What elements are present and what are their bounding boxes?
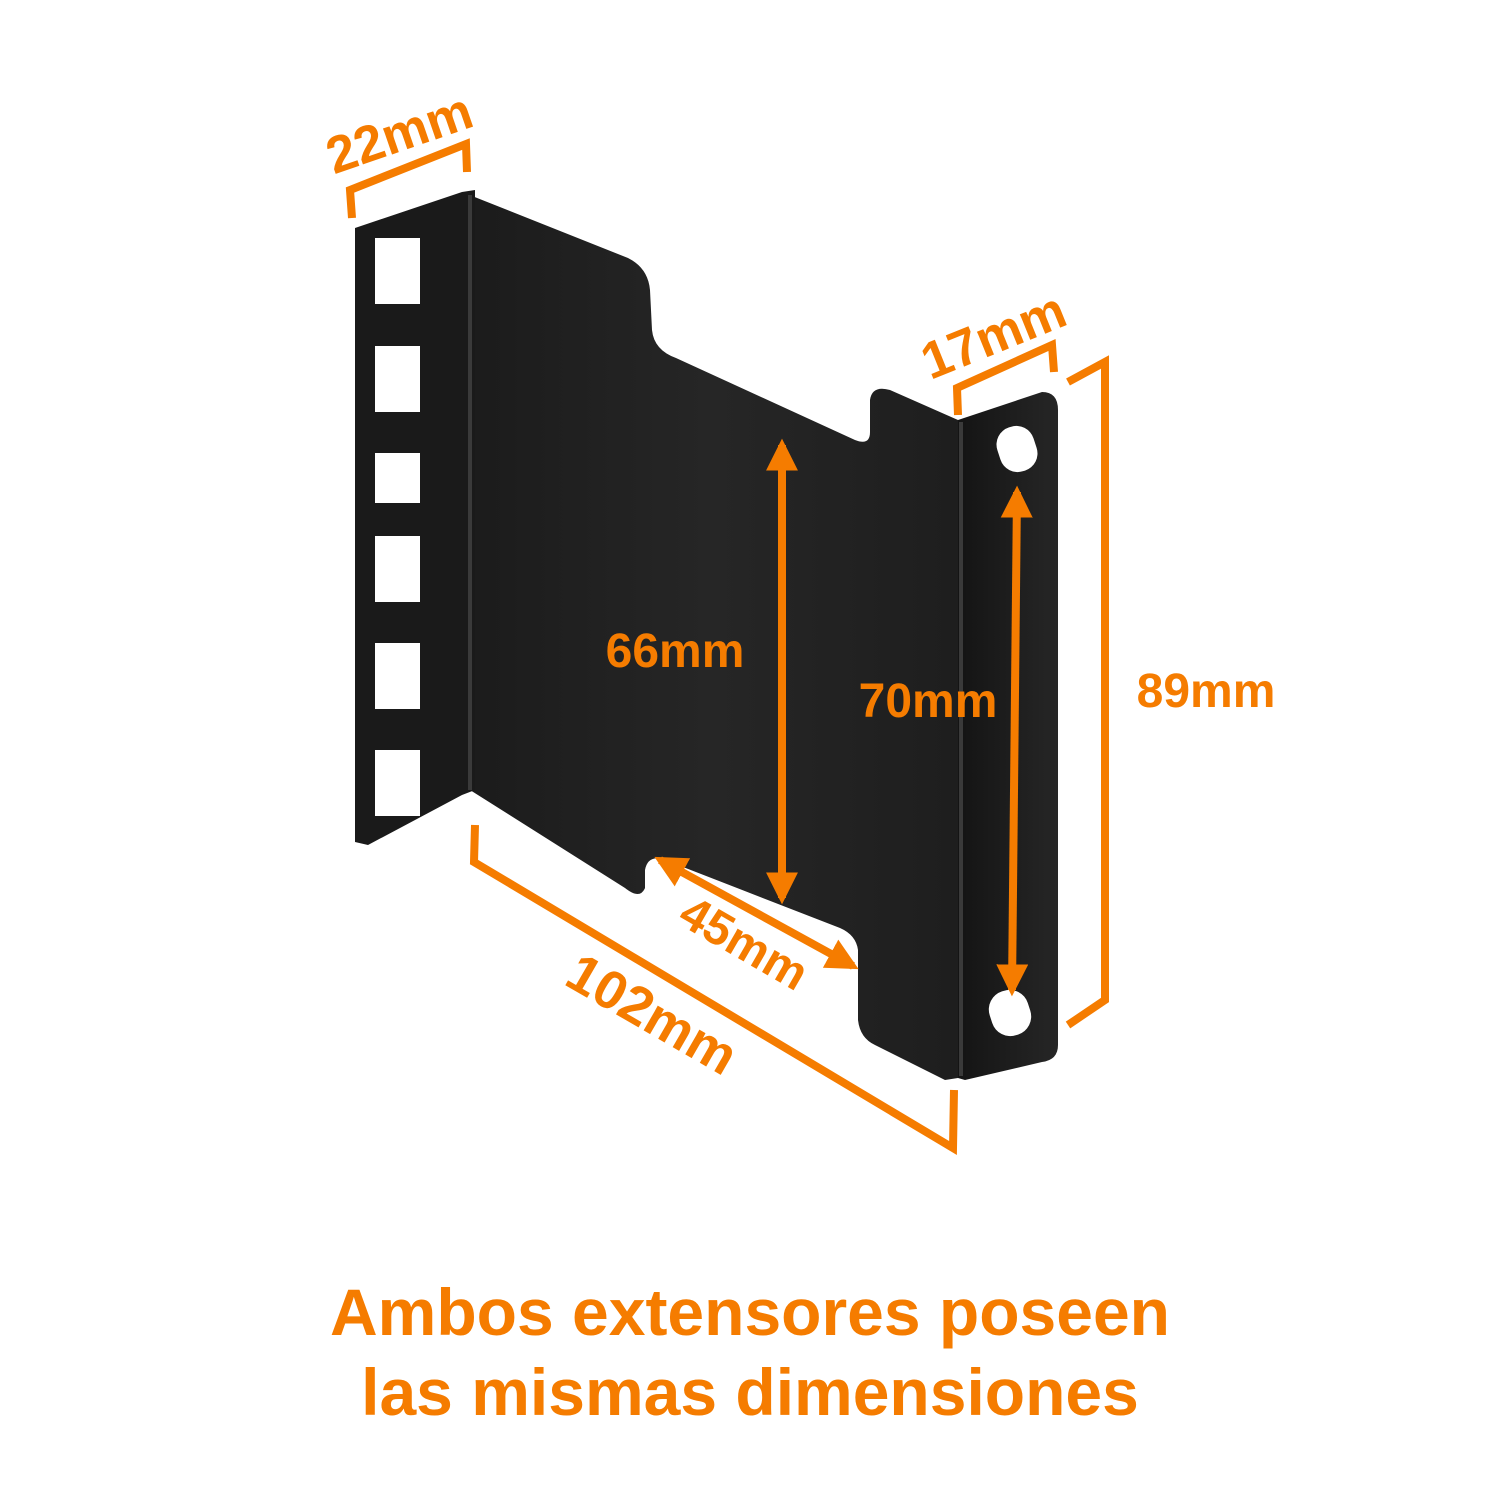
label-body-height: 66mm (606, 625, 745, 678)
square-hole (375, 643, 420, 709)
square-hole (375, 453, 420, 503)
bracket-mounting-ear (958, 392, 1058, 1080)
oval-hole (988, 989, 1032, 1037)
caption-line-2: las mismas dimensiones (361, 1355, 1139, 1429)
square-hole (375, 750, 420, 816)
dim-bracket-total-height (1065, 355, 1109, 1029)
dim-bracket-flange-width (345, 138, 471, 219)
label-hole-spacing: 70mm (859, 675, 998, 728)
oval-hole (996, 425, 1038, 473)
label-total-height: 89mm (1137, 665, 1276, 718)
dim-arrow-notch-length (654, 856, 859, 970)
dim-bracket-ear-width (952, 338, 1058, 416)
dim-arrow-hole-spacing (996, 485, 1033, 997)
dim-bracket-total-length (469, 824, 958, 1155)
caption: Ambos extensores poseen las mismas dimen… (0, 1272, 1500, 1432)
caption-line-1: Ambos extensores poseen (330, 1275, 1170, 1349)
square-hole (375, 238, 420, 304)
ear-oval-holes (988, 425, 1038, 1037)
square-hole (375, 536, 420, 602)
flange-square-holes (375, 238, 420, 816)
square-hole (375, 346, 420, 412)
dimension-lines (345, 138, 1109, 1155)
